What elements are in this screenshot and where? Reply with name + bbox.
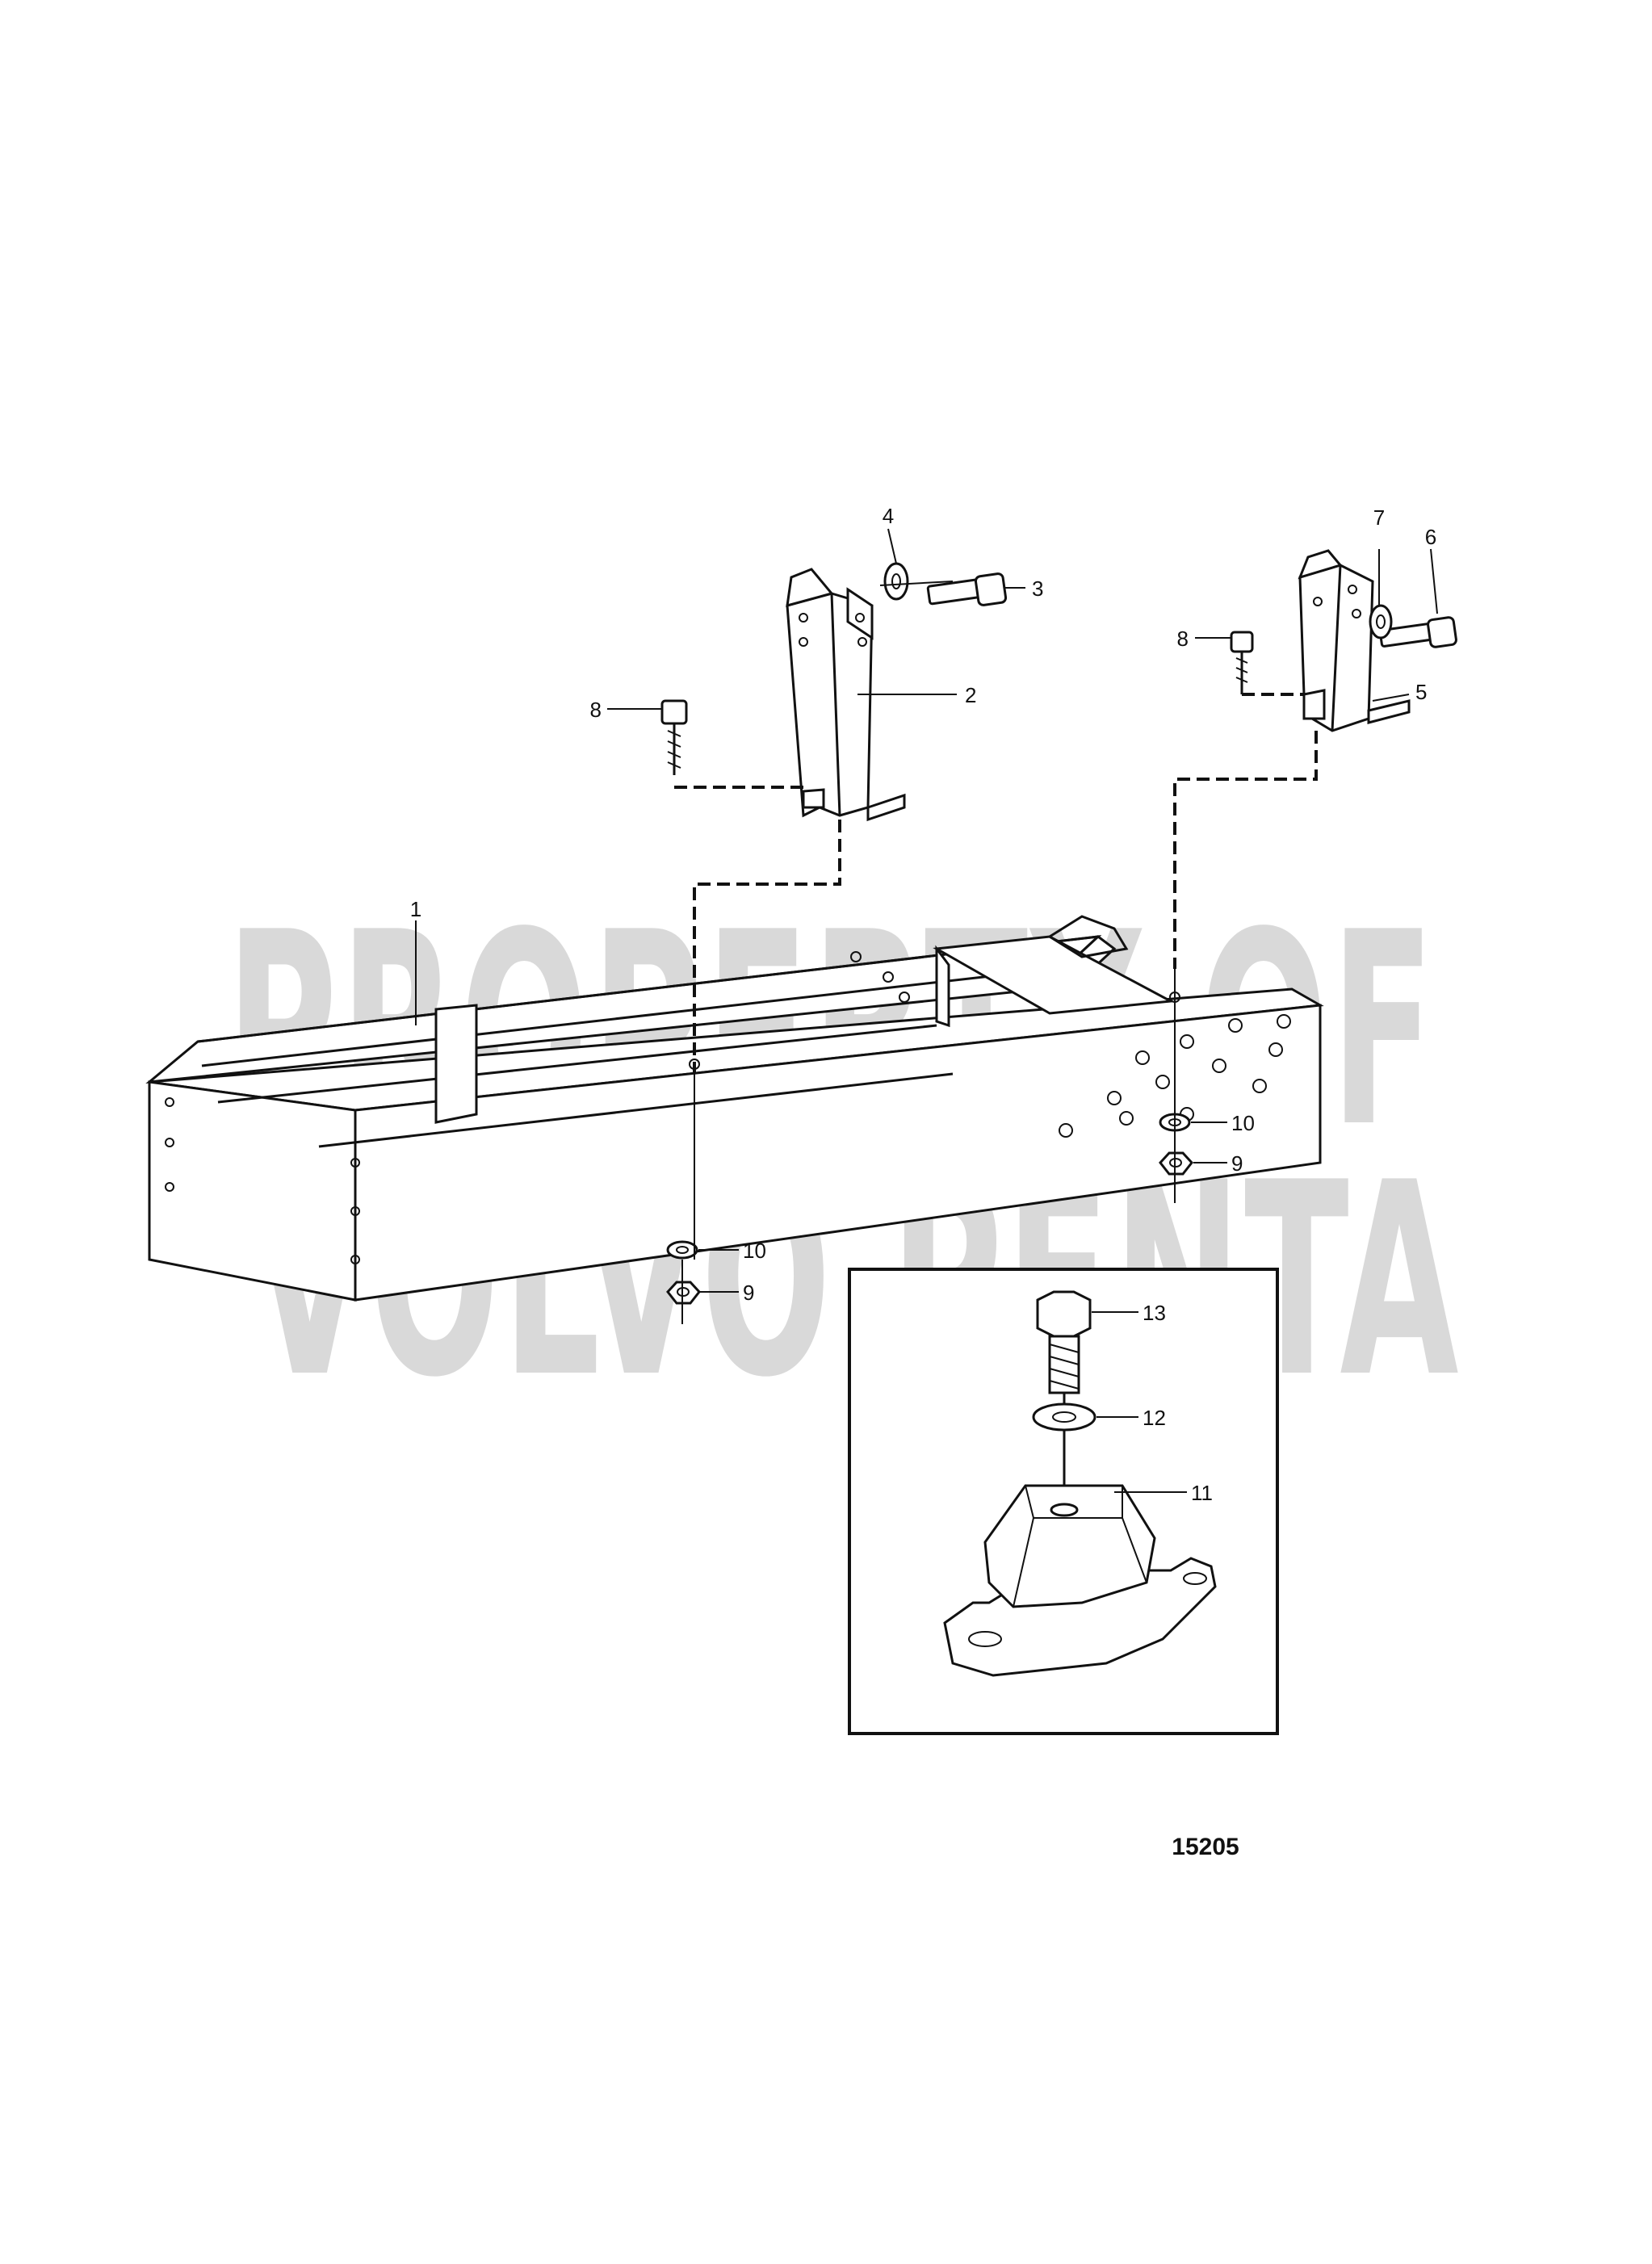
callout-10-left: 10 [743, 1239, 766, 1263]
nut-9-left [666, 1281, 701, 1305]
callout-2: 2 [965, 683, 976, 707]
callout-6: 6 [1425, 525, 1436, 549]
callout-10-right: 10 [1231, 1111, 1255, 1135]
frame [145, 915, 1324, 1302]
left-bracket [786, 568, 906, 822]
callout-7: 7 [1373, 505, 1385, 530]
washer-4 [883, 562, 909, 601]
washer-7 [1369, 604, 1393, 639]
callout-8-right: 8 [1177, 627, 1189, 651]
callout-4: 4 [883, 504, 894, 528]
detail-inset [848, 1268, 1279, 1735]
right-bracket [1298, 549, 1411, 732]
assembly-lines [674, 581, 1318, 1324]
callout-8-left: 8 [590, 698, 602, 722]
leader-lines [415, 528, 1438, 1493]
screw-8-right [1230, 631, 1254, 694]
callout-13: 13 [1143, 1301, 1166, 1325]
callout-labels: 1 2 3 4 5 6 7 8 8 9 9 10 10 11 12 13 [410, 504, 1436, 1505]
callout-5: 5 [1415, 680, 1427, 704]
callout-12: 12 [1143, 1406, 1166, 1430]
figure-number: 15205 [1172, 1834, 1239, 1860]
callout-9-left: 9 [743, 1281, 754, 1305]
bolt-3 [926, 572, 1008, 606]
callout-1: 1 [410, 897, 421, 921]
callout-9-right: 9 [1231, 1151, 1243, 1176]
callout-3: 3 [1032, 576, 1043, 601]
washer-10-left [666, 1240, 698, 1260]
screw-8-left [660, 699, 688, 775]
callout-11: 11 [1191, 1481, 1213, 1505]
frame-holes [165, 951, 1291, 1264]
